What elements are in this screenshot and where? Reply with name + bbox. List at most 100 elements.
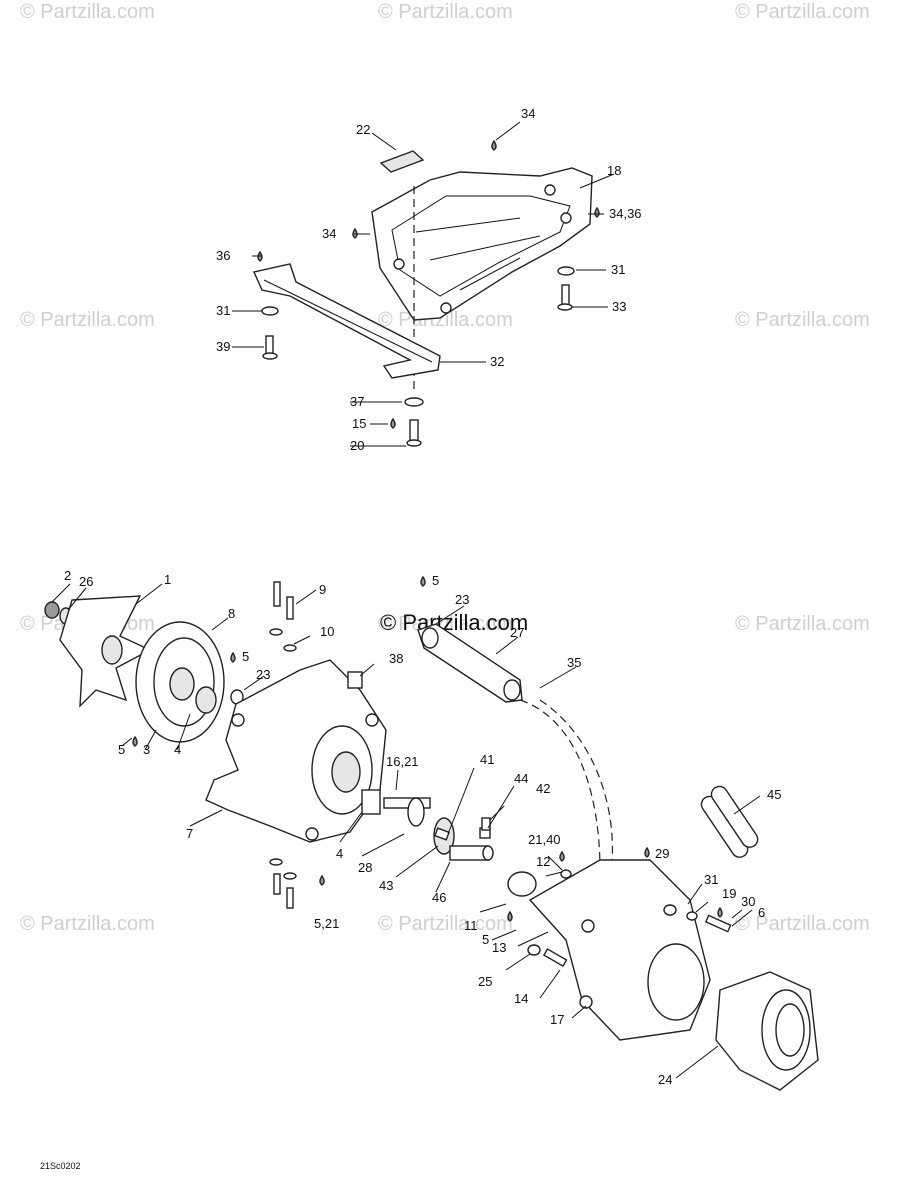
callout-6: 6	[758, 905, 765, 920]
watermark: © Partzilla.com	[20, 1, 155, 23]
part-14-screw	[543, 948, 568, 968]
steering-cable-path	[519, 699, 613, 881]
callout-35: 35	[567, 655, 581, 670]
part-9-bolt	[286, 887, 294, 909]
callout-12: 12	[536, 854, 550, 869]
callout-30: 30	[741, 894, 755, 909]
frame-bolt-hole	[440, 302, 452, 314]
venturi-boss	[581, 919, 595, 933]
frame-inner-edge	[391, 195, 571, 297]
part-28-collar	[407, 797, 425, 827]
bar-edge	[263, 279, 433, 363]
sealant-drop-icon	[319, 874, 325, 886]
callout-3: 3	[143, 742, 150, 757]
callout-5: 5	[242, 649, 249, 664]
callout-32: 32	[490, 354, 504, 369]
part-2-nut	[44, 601, 60, 619]
callout-43: 43	[379, 878, 393, 893]
part-9-bolt	[273, 873, 281, 895]
callout-5: 5	[482, 932, 489, 947]
callout-4: 4	[174, 742, 181, 757]
watermark: © Partzilla.com	[20, 913, 155, 935]
sealant-drop-icon	[390, 417, 396, 429]
frame-bolt-hole	[393, 258, 405, 270]
housing-hub	[331, 751, 361, 793]
part-28-shaft	[383, 797, 431, 809]
frame-bolt-hole	[544, 184, 556, 196]
leader-line	[51, 583, 761, 1079]
watermark: © Partzilla.com	[735, 309, 870, 331]
part-20-head	[406, 439, 422, 447]
watermark: © Partzilla.com	[378, 913, 513, 935]
part-37-washer	[404, 397, 424, 407]
main-watermark: © Partzilla.com	[380, 610, 528, 635]
watermark: © Partzilla.com	[735, 913, 870, 935]
part-33-head	[557, 303, 573, 311]
sealant-drop-icon	[230, 651, 236, 663]
callout-45: 45	[767, 787, 781, 802]
callout-34: 34	[322, 226, 336, 241]
frame-inner-rib	[415, 217, 541, 291]
part-10-washer	[269, 858, 283, 866]
impeller-hub	[101, 635, 123, 665]
sealant-drop-icon	[132, 735, 138, 747]
callout-17: 17	[550, 1012, 564, 1027]
watermark-layer: © Partzilla.com © Partzilla.com © Partzi…	[20, 1, 870, 935]
part-45-roller	[710, 785, 759, 848]
callout-10: 10	[320, 624, 334, 639]
sealant-drop-icon	[507, 910, 513, 922]
callout-29: 29	[655, 846, 669, 861]
watermark: © Partzilla.com	[735, 613, 870, 635]
callout-31: 31	[216, 303, 230, 318]
callout-28: 28	[358, 860, 372, 875]
part-12-fitting	[560, 869, 572, 879]
callout-18: 18	[607, 163, 621, 178]
part-31-washer	[261, 306, 279, 316]
callout-5: 5	[118, 742, 125, 757]
part-41-screw	[434, 827, 450, 841]
callout-19: 19	[722, 886, 736, 901]
callout-9: 9	[319, 582, 326, 597]
callout-5: 5	[432, 573, 439, 588]
leader-line	[232, 121, 615, 447]
part-31-washer	[557, 266, 575, 276]
venturi-boss	[579, 995, 593, 1009]
part-10-washer	[283, 644, 297, 652]
part-38-clip	[347, 671, 363, 689]
part-22-pad	[379, 150, 425, 173]
callout-42: 42	[536, 781, 550, 796]
housing-boss	[365, 713, 379, 727]
part-42-fitting	[481, 817, 491, 831]
callout-16-21: 16,21	[386, 754, 419, 769]
callout-11: 11	[464, 918, 478, 933]
part-9-bolt	[273, 581, 281, 607]
part-39-head	[262, 352, 278, 360]
callout-23: 23	[455, 592, 469, 607]
callout-46: 46	[432, 890, 446, 905]
part-10-washer	[283, 872, 297, 880]
watermark: © Partzilla.com	[378, 613, 513, 635]
callout-38: 38	[389, 651, 403, 666]
callout-33: 33	[612, 299, 626, 314]
upper-assembly	[232, 121, 615, 447]
nozzle-inner	[775, 1003, 805, 1057]
callout-15: 15	[352, 416, 366, 431]
part-18-frame	[371, 167, 593, 321]
callout-41: 41	[480, 752, 494, 767]
sealant-drop-icon	[420, 575, 426, 587]
callout-8: 8	[228, 606, 235, 621]
housing-boss	[305, 827, 319, 841]
callout-21-40: 21,40	[528, 832, 561, 847]
callout-5-21: 5,21	[314, 916, 339, 931]
watermark: © Partzilla.com	[378, 1, 513, 23]
drawing-code: 21Sc0202	[40, 1161, 81, 1171]
callout-34: 34	[521, 106, 535, 121]
sealant-drop-icon	[644, 846, 650, 858]
sealant-drop-icon	[491, 139, 497, 151]
callout-27: 27	[510, 625, 524, 640]
callout-25: 25	[478, 974, 492, 989]
watermark: © Partzilla.com	[735, 1, 870, 23]
wear-ring-hub	[169, 667, 195, 701]
callout-39: 39	[216, 339, 230, 354]
